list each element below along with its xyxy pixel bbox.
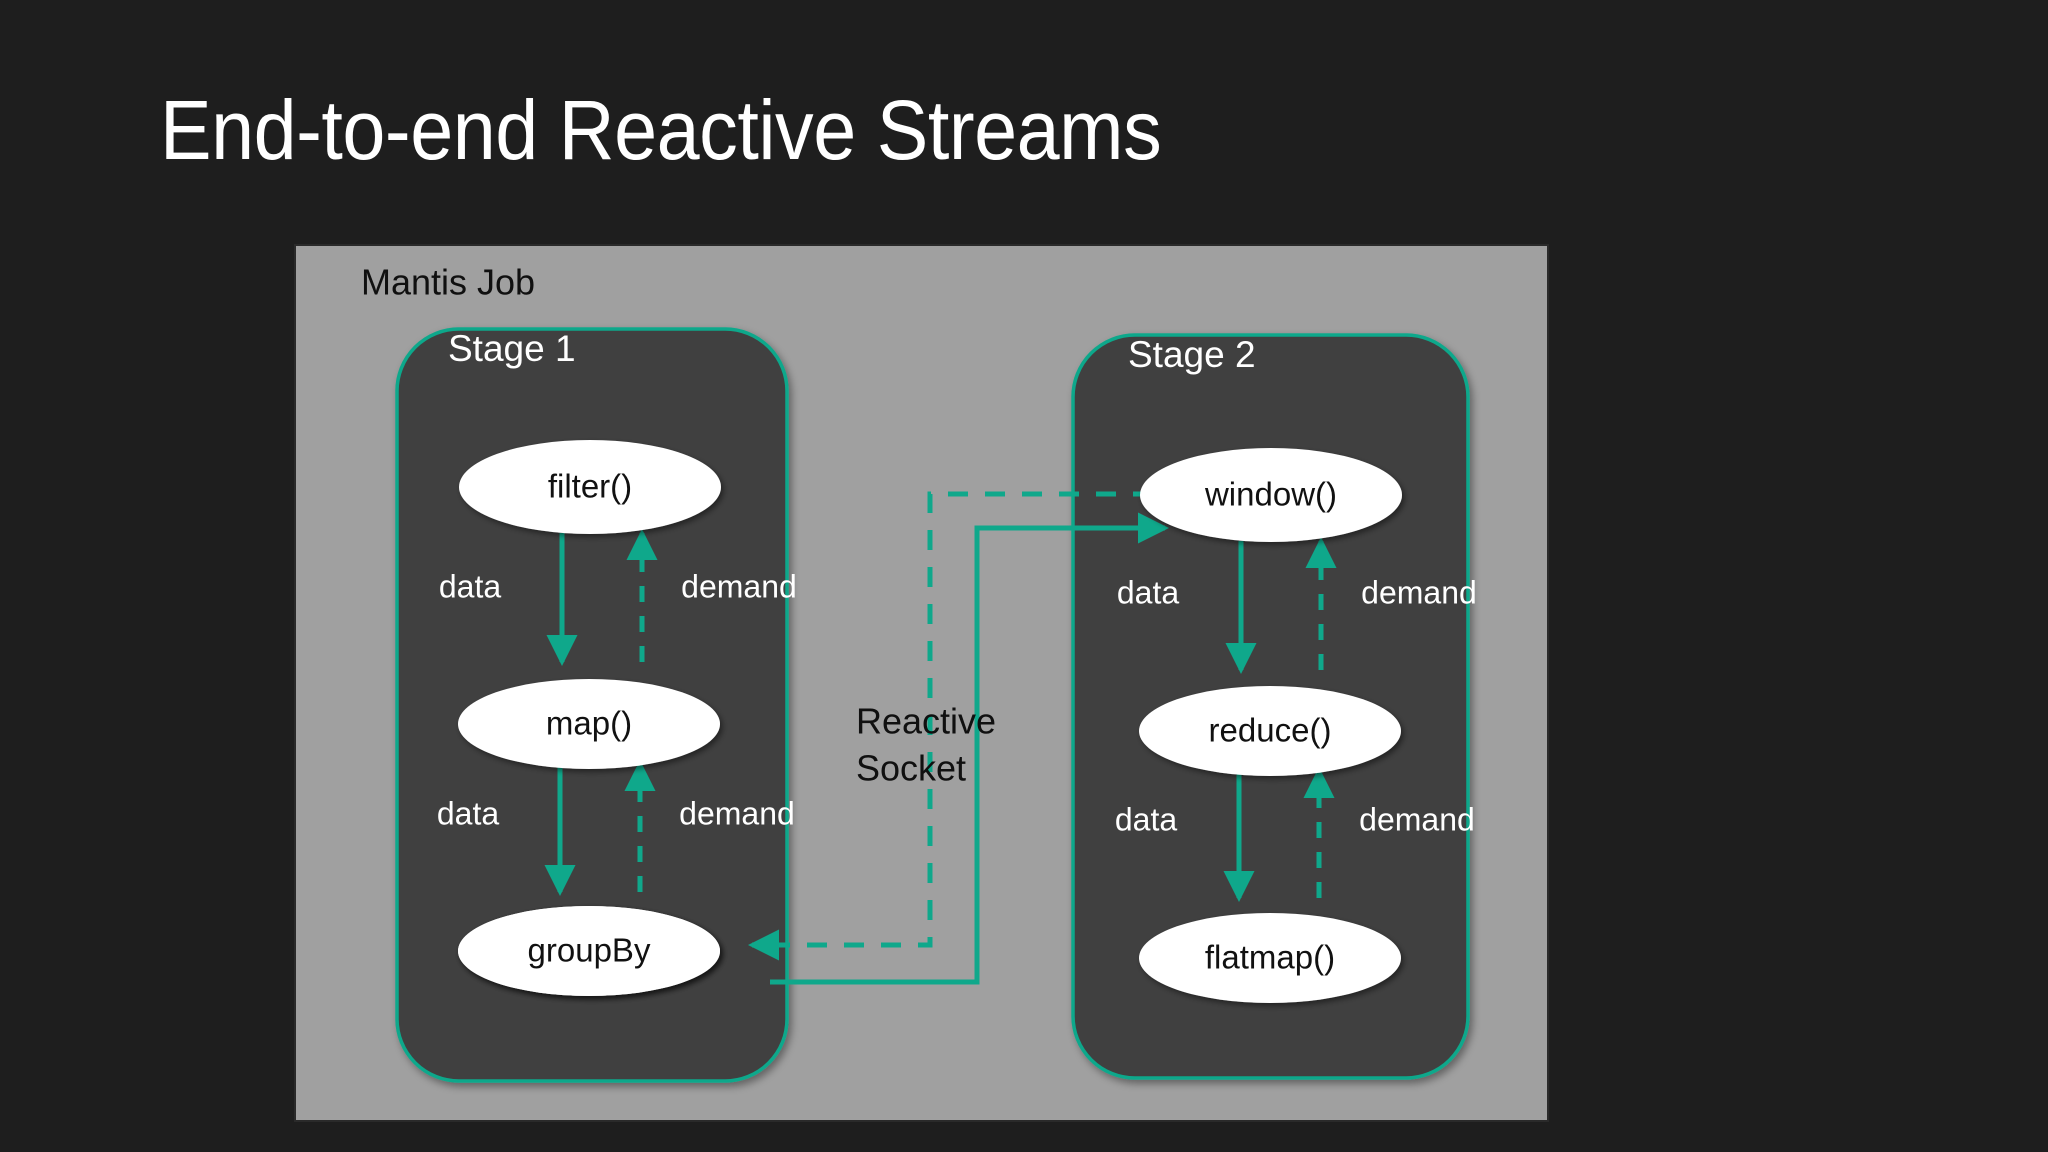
mantis-job-label: Mantis Job bbox=[361, 262, 535, 303]
stage-1-data-label-2: data bbox=[437, 795, 499, 831]
node-filter-label: filter() bbox=[548, 468, 632, 505]
reactive-socket-label: Reactive Socket bbox=[856, 701, 996, 789]
stage-1-edge-2: data demand bbox=[437, 760, 795, 896]
stage-1-demand-label-2: demand bbox=[679, 795, 795, 831]
node-flatmap-shape bbox=[1139, 913, 1401, 1003]
node-groupby-overlay[interactable]: groupBy bbox=[458, 906, 720, 996]
node-filter-shape bbox=[459, 440, 721, 534]
reactive-socket-data-path bbox=[770, 512, 1169, 985]
node-reduce-label: reduce() bbox=[1209, 712, 1332, 749]
reactive-socket-demand-path bbox=[748, 491, 1190, 961]
node-reduce[interactable]: reduce() bbox=[1139, 686, 1401, 776]
node-window-shape bbox=[1140, 448, 1402, 542]
reactive-socket-label-line-2: Socket bbox=[856, 748, 966, 789]
node-groupby-overlay-shape bbox=[458, 906, 720, 996]
node-window-label: window() bbox=[1204, 476, 1337, 513]
node-flatmap-label: flatmap() bbox=[1205, 939, 1335, 976]
node-map-label: map() bbox=[546, 705, 632, 742]
page-title: End-to-end Reactive Streams bbox=[160, 83, 1162, 177]
stage-1-demand-label-1: demand bbox=[681, 568, 797, 604]
node-flatmap[interactable]: flatmap() bbox=[1139, 913, 1401, 1003]
node-map-shape bbox=[458, 679, 720, 769]
stage-2-demand-label-2: demand bbox=[1359, 801, 1475, 837]
stage-1-label: Stage 1 bbox=[448, 328, 576, 369]
node-window[interactable]: window() bbox=[1140, 448, 1402, 542]
stage-2-edge-2: data demand bbox=[1115, 767, 1475, 902]
node-map[interactable]: map() bbox=[458, 679, 720, 769]
stage-1-edge-1: data demand bbox=[439, 529, 797, 666]
stage-2-label: Stage 2 bbox=[1128, 334, 1256, 375]
reactive-socket-label-line-1: Reactive bbox=[856, 701, 996, 742]
stage-2-data-label-2: data bbox=[1115, 801, 1177, 837]
stage-2-data-label-1: data bbox=[1117, 574, 1179, 610]
stage-2-demand-label-1: demand bbox=[1361, 574, 1477, 610]
node-filter[interactable]: filter() bbox=[459, 440, 721, 534]
stage-2-edge-1: data demand bbox=[1117, 537, 1477, 674]
node-groupby-overlay-label: groupBy bbox=[528, 932, 651, 969]
node-reduce-shape bbox=[1139, 686, 1401, 776]
stage-1-data-label-1: data bbox=[439, 568, 501, 604]
